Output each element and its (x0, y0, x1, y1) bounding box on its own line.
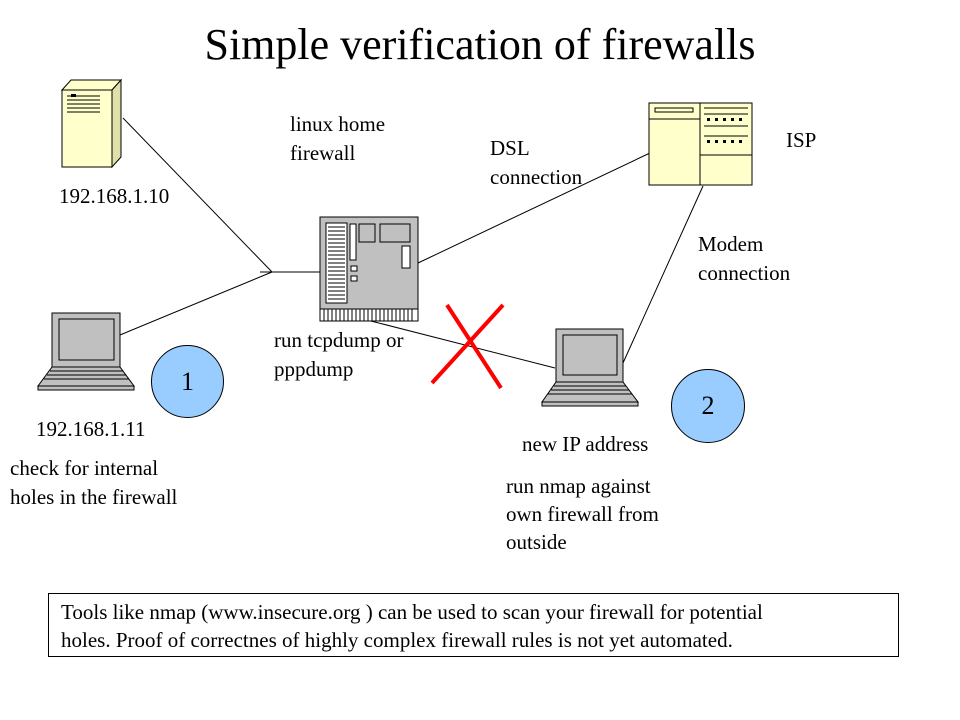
step-badge-1: 1 (151, 345, 224, 418)
nmap-label-3: outside (506, 530, 567, 554)
nmap-label: run nmap against (506, 474, 651, 498)
link-firewall-laptop (366, 319, 556, 369)
link-dsl-connection (417, 152, 651, 264)
modem-label-2: connection (698, 261, 791, 285)
modem-label: Modem (698, 232, 764, 256)
note-line-1: Tools like nmap (www.insecure.org ) can … (61, 600, 763, 624)
dsl-label-2: connection (490, 165, 583, 189)
link-modem-connection (622, 185, 704, 364)
tcpdump-label: run tcpdump or (274, 328, 404, 352)
link-host2-hub (119, 271, 273, 336)
firewall-name-label: linux home (290, 112, 386, 136)
link-host1-hub (122, 117, 273, 273)
dsl-label: DSL (490, 136, 530, 160)
firewall-name-label-2: firewall (290, 141, 356, 165)
check-holes-label-2: holes in the firewall (10, 485, 178, 509)
step-badge-2: 2 (671, 369, 745, 443)
laptop-icon (37, 312, 135, 391)
note-line-2: holes. Proof of correctnes of highly com… (61, 628, 733, 652)
nmap-label-2: own firewall from (506, 502, 659, 526)
laptop-icon (541, 328, 639, 407)
host1-ip-label: 192.168.1.10 (59, 184, 170, 208)
page-title: Simple verification of firewalls (204, 20, 756, 69)
new-ip-label: new IP address (522, 432, 649, 456)
isp-label: ISP (786, 128, 817, 152)
blocked-cross-icon (430, 303, 505, 390)
isp-server-icon (648, 102, 753, 186)
server-tower-icon (60, 78, 123, 169)
connections (119, 117, 704, 369)
firewall-computer-icon (319, 216, 419, 322)
note-box: Tools like nmap (www.insecure.org ) can … (48, 593, 899, 657)
host2-ip-label: 192.168.1.11 (36, 417, 146, 441)
check-holes-label: check for internal (10, 456, 159, 480)
tcpdump-label-2: pppdump (274, 357, 354, 381)
